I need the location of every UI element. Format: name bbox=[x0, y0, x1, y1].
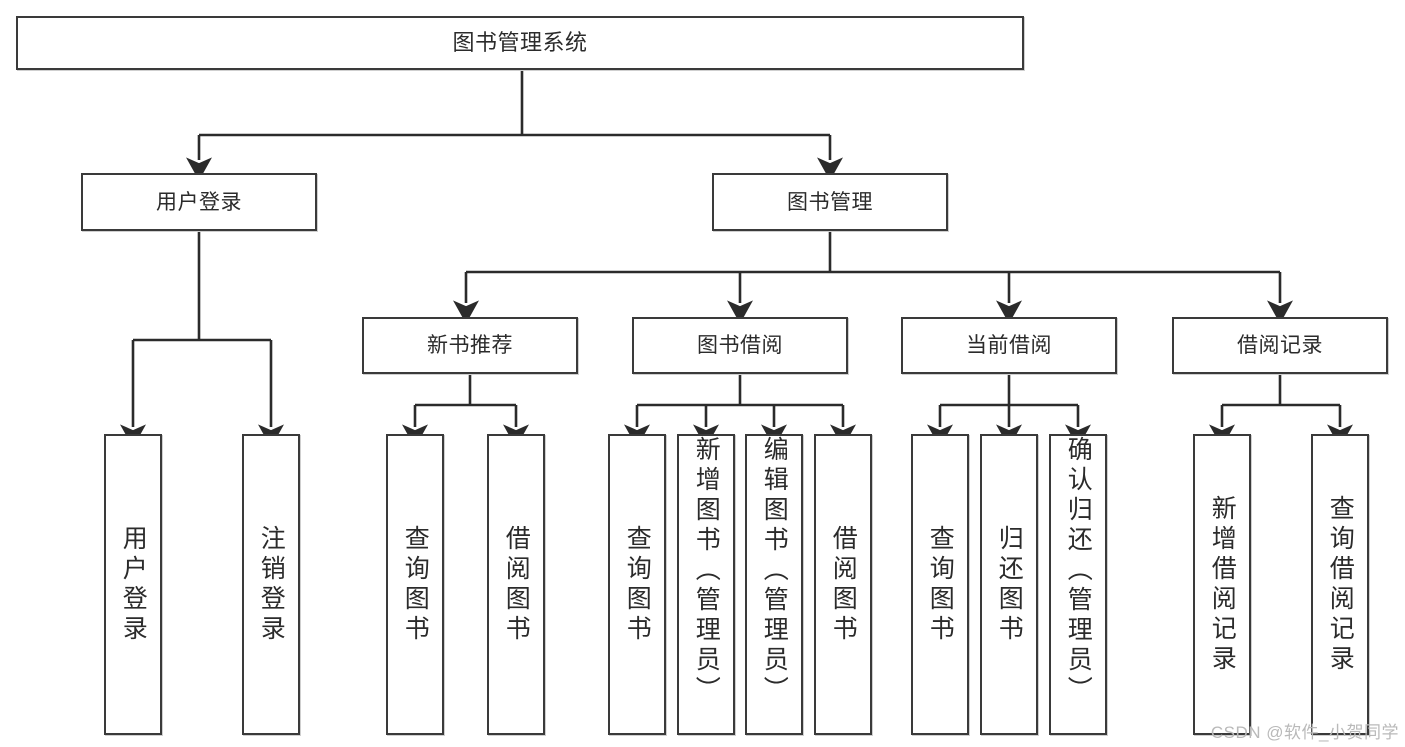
leaf-add-book-admin-label: 新增图书（管理员） bbox=[692, 436, 721, 706]
leaf-return-book[interactable]: 归还图书 bbox=[980, 434, 1038, 735]
node-book-manage[interactable]: 图书管理 bbox=[712, 173, 948, 231]
leaf-borrow-book-a[interactable]: 借阅图书 bbox=[487, 434, 545, 735]
node-root[interactable]: 图书管理系统 bbox=[16, 16, 1024, 70]
leaf-query-record[interactable]: 查询借阅记录 bbox=[1311, 434, 1369, 735]
leaf-logout-label: 注销登录 bbox=[257, 524, 286, 645]
leaf-query-book-b[interactable]: 查询图书 bbox=[608, 434, 666, 735]
leaf-borrow-book-a-label: 借阅图书 bbox=[502, 524, 531, 645]
leaf-query-book-b-label: 查询图书 bbox=[623, 524, 652, 645]
node-new-book-recommend-label: 新书推荐 bbox=[427, 334, 513, 357]
leaf-query-book-a[interactable]: 查询图书 bbox=[386, 434, 444, 735]
leaf-add-record-label: 新增借阅记录 bbox=[1208, 494, 1237, 675]
node-current-borrow[interactable]: 当前借阅 bbox=[901, 317, 1117, 374]
node-borrow-record-label: 借阅记录 bbox=[1237, 334, 1323, 357]
leaf-return-book-label: 归还图书 bbox=[995, 524, 1024, 645]
leaf-query-book-c-label: 查询图书 bbox=[926, 524, 955, 645]
leaf-logout[interactable]: 注销登录 bbox=[242, 434, 300, 735]
node-root-label: 图书管理系统 bbox=[452, 30, 588, 55]
node-user-login-label: 用户登录 bbox=[156, 190, 242, 214]
node-book-borrow-label: 图书借阅 bbox=[697, 334, 783, 357]
node-new-book-recommend[interactable]: 新书推荐 bbox=[362, 317, 578, 374]
node-book-borrow[interactable]: 图书借阅 bbox=[632, 317, 848, 374]
leaf-add-book-admin[interactable]: 新增图书（管理员） bbox=[677, 434, 735, 735]
leaf-query-book-a-label: 查询图书 bbox=[401, 524, 430, 645]
leaf-query-record-label: 查询借阅记录 bbox=[1326, 494, 1355, 675]
node-borrow-record[interactable]: 借阅记录 bbox=[1172, 317, 1388, 374]
leaf-borrow-book-b-label: 借阅图书 bbox=[829, 524, 858, 645]
leaf-add-record[interactable]: 新增借阅记录 bbox=[1193, 434, 1251, 735]
leaf-user-login[interactable]: 用户登录 bbox=[104, 434, 162, 735]
node-current-borrow-label: 当前借阅 bbox=[966, 334, 1052, 357]
leaf-edit-book-admin-label: 编辑图书（管理员） bbox=[760, 436, 789, 706]
leaf-user-login-label: 用户登录 bbox=[119, 524, 148, 645]
leaf-query-book-c[interactable]: 查询图书 bbox=[911, 434, 969, 735]
watermark: CSDN @软件_小贺同学 bbox=[1210, 723, 1399, 742]
leaf-borrow-book-b[interactable]: 借阅图书 bbox=[814, 434, 872, 735]
leaf-confirm-return-admin[interactable]: 确认归还（管理员） bbox=[1049, 434, 1107, 735]
node-user-login[interactable]: 用户登录 bbox=[81, 173, 317, 231]
leaf-edit-book-admin[interactable]: 编辑图书（管理员） bbox=[745, 434, 803, 735]
node-book-manage-label: 图书管理 bbox=[787, 190, 873, 214]
leaf-confirm-return-admin-label: 确认归还（管理员） bbox=[1064, 436, 1093, 706]
